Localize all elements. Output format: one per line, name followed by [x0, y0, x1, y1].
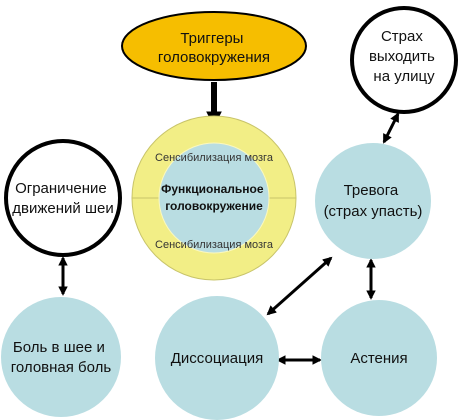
triggers-label: Триггеры головокружения [158, 30, 270, 66]
arrow-anxiety-dissociation [266, 256, 333, 316]
asthenia-label: Астения [350, 350, 407, 367]
triggers-node: Триггеры головокружения [121, 11, 307, 81]
dissociation-label: Диссоциация [171, 350, 263, 367]
pain-node: Боль в шее и головная боль [1, 297, 121, 417]
pain-label: Боль в шее и головная боль [11, 339, 112, 376]
center-node: Сенсибилизация мозга Функциональное голо… [131, 115, 297, 281]
limitation-node: Ограничение движений шеи [4, 139, 122, 257]
sensitization-top-label: Сенсибилизация мозга [155, 152, 274, 164]
limitation-label: Ограничение движений шеи [12, 180, 113, 217]
asthenia-node: Астения [321, 300, 437, 416]
fear-label: Страх выходить на улицу [369, 28, 439, 85]
arrow-fear-anxiety [382, 112, 400, 144]
sensitization-bottom-label: Сенсибилизация мозга [155, 239, 274, 251]
fear-node: Страх выходить на улицу [350, 6, 458, 114]
dissociation-node: Диссоциация [155, 296, 279, 420]
center-label: Функциональное головокружение [161, 182, 267, 213]
anxiety-node: Тревога (страх упасть) [315, 143, 431, 259]
anxiety-label: Тревога (страх упасть) [324, 182, 423, 220]
